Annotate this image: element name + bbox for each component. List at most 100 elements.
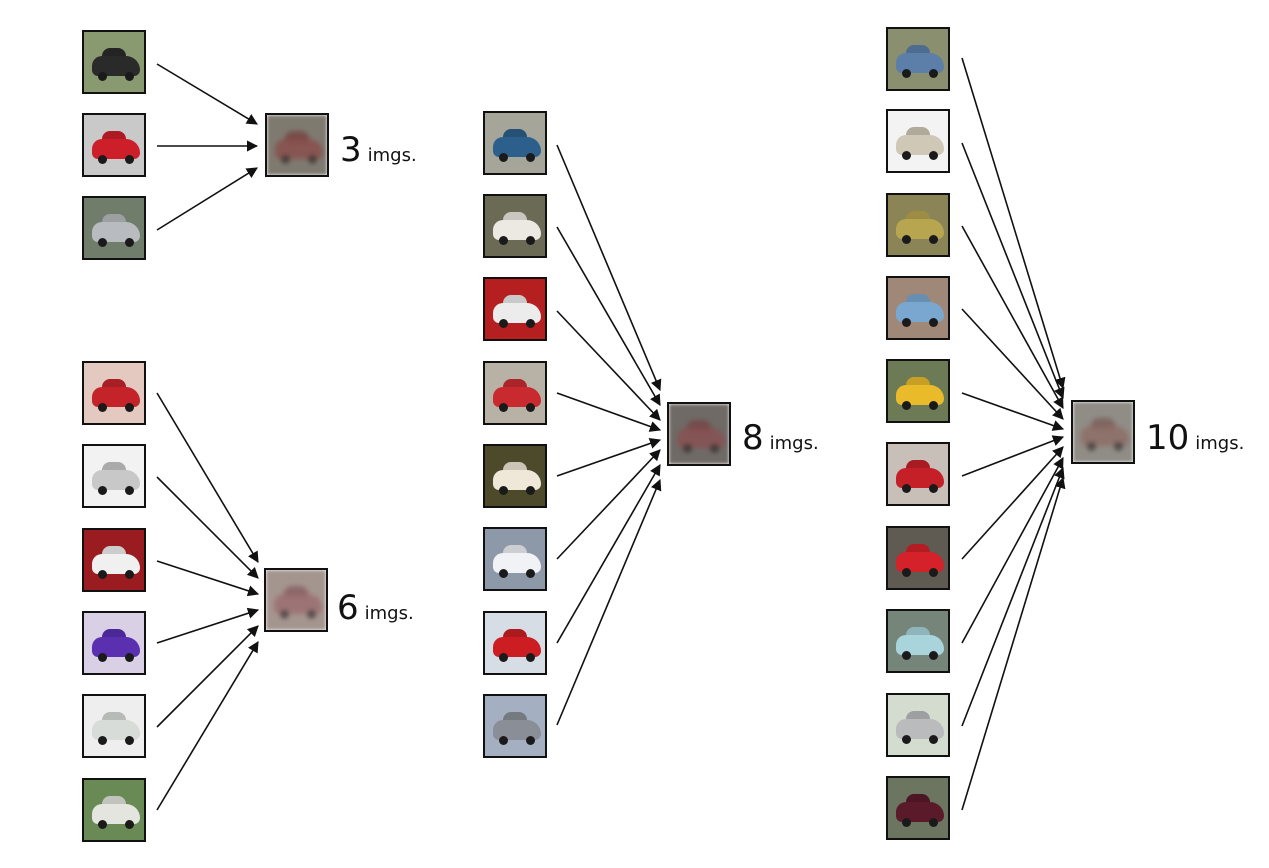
car-body xyxy=(896,719,944,739)
input-image-g10-1 xyxy=(886,27,950,91)
car-body xyxy=(677,428,725,448)
car-body xyxy=(896,552,944,572)
car-wheel xyxy=(929,818,938,827)
image-count: 6 xyxy=(337,588,359,628)
arrow-g10-6 xyxy=(961,435,1065,477)
car-wheel xyxy=(683,444,692,453)
car-wheel xyxy=(526,236,535,245)
input-image-g8-1 xyxy=(483,111,547,175)
input-image-g8-5 xyxy=(483,444,547,508)
image-count-unit: imgs. xyxy=(769,433,819,454)
arrow-g8-7 xyxy=(556,464,661,644)
arrow-g8-6 xyxy=(556,449,661,560)
car-wheel xyxy=(98,570,107,579)
car-wheel xyxy=(280,610,289,619)
car-wheel xyxy=(125,653,134,662)
car-body xyxy=(92,554,140,574)
car-wheel xyxy=(499,486,508,495)
car-body xyxy=(896,53,944,73)
car-body xyxy=(275,139,323,159)
arrow-g3-3 xyxy=(156,167,258,231)
input-image-g10-3 xyxy=(886,193,950,257)
car-wheel xyxy=(902,818,911,827)
car-wheel xyxy=(125,72,134,81)
arrow-g8-5 xyxy=(556,438,662,477)
car-body xyxy=(896,468,944,488)
input-image-g6-4 xyxy=(82,611,146,675)
image-count: 3 xyxy=(340,130,362,170)
arrow-g6-1 xyxy=(156,392,259,563)
car-wheel xyxy=(929,651,938,660)
car-wheel xyxy=(929,151,938,160)
car-wheel xyxy=(1087,442,1096,451)
car-body xyxy=(493,303,541,323)
arrow-g8-2 xyxy=(556,226,661,406)
image-count-unit: imgs. xyxy=(364,603,414,624)
car-wheel xyxy=(98,72,107,81)
car-wheel xyxy=(902,69,911,78)
car-body xyxy=(896,219,944,239)
car-wheel xyxy=(98,820,107,829)
car-wheel xyxy=(499,319,508,328)
car-wheel xyxy=(929,568,938,577)
car-wheel xyxy=(98,238,107,247)
car-body xyxy=(896,385,944,405)
car-wheel xyxy=(929,401,938,410)
car-wheel xyxy=(929,735,938,744)
arrow-g10-9 xyxy=(961,466,1065,727)
car-body xyxy=(896,302,944,322)
car-wheel xyxy=(526,569,535,578)
car-wheel xyxy=(929,69,938,78)
car-body xyxy=(493,137,541,157)
input-image-g10-6 xyxy=(886,442,950,506)
image-count: 10 xyxy=(1146,418,1190,458)
car-wheel xyxy=(125,820,134,829)
arrow-g10-5 xyxy=(961,392,1065,431)
input-image-g3-3 xyxy=(82,196,146,260)
car-body xyxy=(92,804,140,824)
car-wheel xyxy=(499,403,508,412)
car-body xyxy=(92,139,140,159)
input-image-g6-5 xyxy=(82,694,146,758)
car-wheel xyxy=(526,403,535,412)
arrow-g6-2 xyxy=(156,476,259,579)
car-wheel xyxy=(902,235,911,244)
car-wheel xyxy=(902,651,911,660)
input-image-g10-9 xyxy=(886,693,950,757)
car-wheel xyxy=(125,238,134,247)
input-image-g8-4 xyxy=(483,361,547,425)
car-wheel xyxy=(125,486,134,495)
input-image-g10-10 xyxy=(886,776,950,840)
car-wheel xyxy=(307,610,316,619)
arrow-g8-8 xyxy=(556,478,662,726)
input-image-g10-7 xyxy=(886,526,950,590)
car-wheel xyxy=(526,653,535,662)
car-wheel xyxy=(902,568,911,577)
input-image-g8-6 xyxy=(483,527,547,591)
input-image-g10-5 xyxy=(886,359,950,423)
car-wheel xyxy=(98,486,107,495)
car-body xyxy=(92,222,140,242)
car-body xyxy=(1081,426,1129,446)
car-wheel xyxy=(929,484,938,493)
car-wheel xyxy=(902,735,911,744)
car-wheel xyxy=(499,653,508,662)
car-wheel xyxy=(125,736,134,745)
car-wheel xyxy=(902,151,911,160)
arrow-g10-8 xyxy=(961,457,1064,644)
input-image-g10-4 xyxy=(886,276,950,340)
arrow-g8-4 xyxy=(556,392,662,432)
average-image-g10 xyxy=(1071,400,1135,464)
car-body xyxy=(493,470,541,490)
car-body xyxy=(274,594,322,614)
car-wheel xyxy=(929,235,938,244)
input-image-g8-3 xyxy=(483,277,547,341)
car-wheel xyxy=(125,570,134,579)
car-body xyxy=(493,387,541,407)
car-body xyxy=(493,220,541,240)
car-wheel xyxy=(526,319,535,328)
